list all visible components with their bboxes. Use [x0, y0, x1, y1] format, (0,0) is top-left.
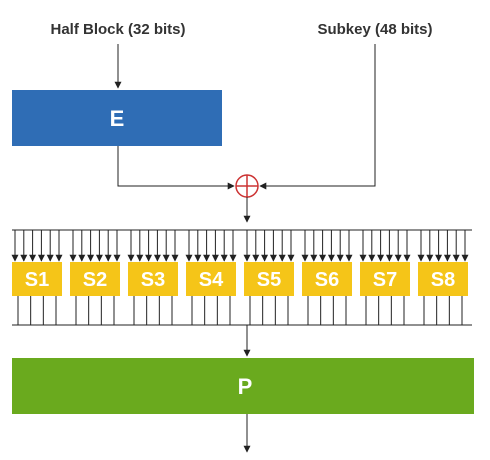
sbox-label: S4	[199, 269, 224, 291]
sbox-rect	[128, 262, 178, 296]
sbox-rect	[186, 262, 236, 296]
permutation-box: P	[12, 358, 474, 414]
sbox-8: S8	[417, 230, 469, 325]
sbox-1: S1	[11, 230, 63, 325]
xor-icon	[235, 174, 259, 198]
sbox-group: S1 S2 S3 S4 S5 S6 S7 S8	[11, 230, 469, 325]
sbox-6: S6	[301, 230, 353, 325]
sbox-4: S4	[185, 230, 237, 325]
sbox-label: S6	[315, 269, 339, 291]
half-block-label: Half Block (32 bits)	[50, 21, 185, 38]
sbox-5: S5	[243, 230, 295, 325]
sbox-label: S1	[25, 269, 49, 291]
expansion-label: E	[110, 106, 125, 131]
sbox-7: S7	[359, 230, 411, 325]
subkey-label: Subkey (48 bits)	[317, 21, 432, 38]
sbox-rect	[302, 262, 352, 296]
expansion-box: E	[12, 90, 222, 146]
expansion-to-xor-arrow	[117, 146, 235, 190]
sbox-rect	[244, 262, 294, 296]
sbox-rect	[12, 262, 62, 296]
sbox-label: S8	[431, 269, 455, 291]
sbox-label: S7	[373, 269, 397, 291]
sbox-label: S3	[141, 269, 165, 291]
sbox-label: S5	[257, 269, 281, 291]
sbox-rect	[360, 262, 410, 296]
sbox-3: S3	[127, 230, 179, 325]
permutation-box-rect	[12, 358, 474, 414]
sbox-rect	[70, 262, 120, 296]
sbox-label: S2	[83, 269, 107, 291]
sbox-rect	[418, 262, 468, 296]
expansion-box-rect	[12, 90, 222, 146]
permutation-label: P	[238, 374, 253, 399]
subkey-to-xor-arrow	[259, 44, 376, 190]
sbox-2: S2	[69, 230, 121, 325]
